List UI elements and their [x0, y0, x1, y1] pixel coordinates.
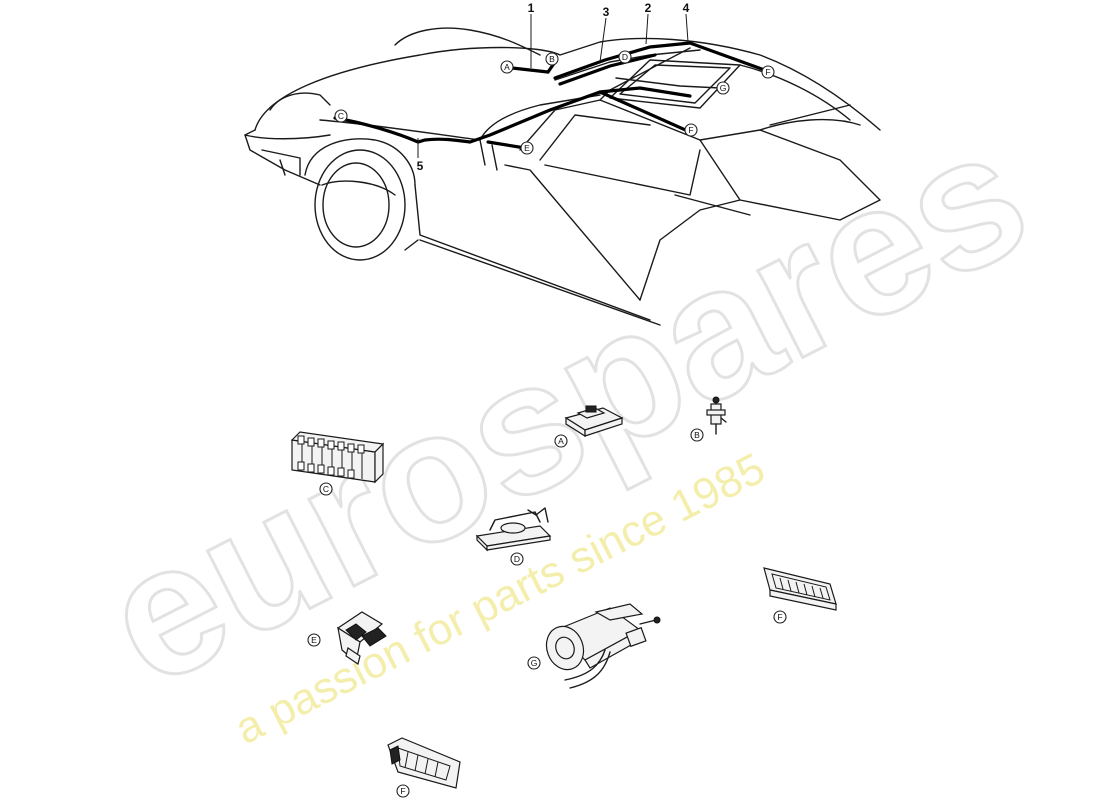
- part-letter-d: D: [510, 552, 524, 566]
- car-letter-f-door: F: [684, 123, 698, 137]
- callout-3: 3: [603, 5, 610, 19]
- svg-text:A: A: [558, 436, 564, 446]
- svg-text:F: F: [400, 786, 405, 796]
- svg-text:B: B: [549, 54, 555, 64]
- svg-text:A: A: [504, 62, 510, 72]
- part-f-interior-light-right: [763, 567, 837, 611]
- part-letter-b: B: [690, 428, 704, 442]
- part-e-door-switch: [336, 611, 387, 665]
- part-letter-f-right: F: [773, 610, 787, 624]
- callout-2: 2: [645, 1, 652, 15]
- car-letter-a: A: [500, 60, 514, 74]
- part-f-interior-light-bottom: [387, 737, 461, 789]
- callout-4: 4: [683, 1, 690, 15]
- svg-text:E: E: [524, 143, 530, 153]
- part-letter-c: C: [319, 482, 333, 496]
- svg-text:D: D: [514, 554, 520, 564]
- svg-text:G: G: [531, 658, 538, 668]
- svg-text:E: E: [311, 635, 317, 645]
- svg-text:C: C: [323, 484, 329, 494]
- part-c-connector-block: [290, 431, 385, 484]
- part-b-pin-switch: [706, 396, 727, 435]
- part-d-lamp: [475, 507, 552, 552]
- part-letter-e: E: [307, 633, 321, 647]
- callout-numbers: 1 3 2 4 5: [417, 1, 690, 173]
- part-letter-f-bottom: F: [396, 784, 410, 798]
- callout-1: 1: [528, 1, 535, 15]
- svg-text:G: G: [720, 83, 727, 93]
- car-letter-g: G: [716, 81, 730, 95]
- car-letter-e: E: [520, 141, 534, 155]
- svg-text:F: F: [688, 125, 693, 135]
- callout-5: 5: [417, 159, 424, 173]
- car-letter-b: B: [545, 52, 559, 66]
- svg-text:C: C: [338, 111, 344, 121]
- car-letter-c: C: [334, 109, 348, 123]
- part-a-switch-housing: [564, 405, 624, 438]
- part-letter-a: A: [554, 434, 568, 448]
- car-illustration: [244, 13, 881, 326]
- svg-text:F: F: [777, 612, 782, 622]
- svg-text:D: D: [622, 52, 628, 62]
- svg-text:F: F: [765, 67, 770, 77]
- car-letter-d: D: [618, 50, 632, 64]
- part-g-motor: [545, 603, 661, 689]
- part-letter-g: G: [527, 656, 541, 670]
- car-letter-f-top: F: [761, 65, 775, 79]
- svg-text:B: B: [694, 430, 700, 440]
